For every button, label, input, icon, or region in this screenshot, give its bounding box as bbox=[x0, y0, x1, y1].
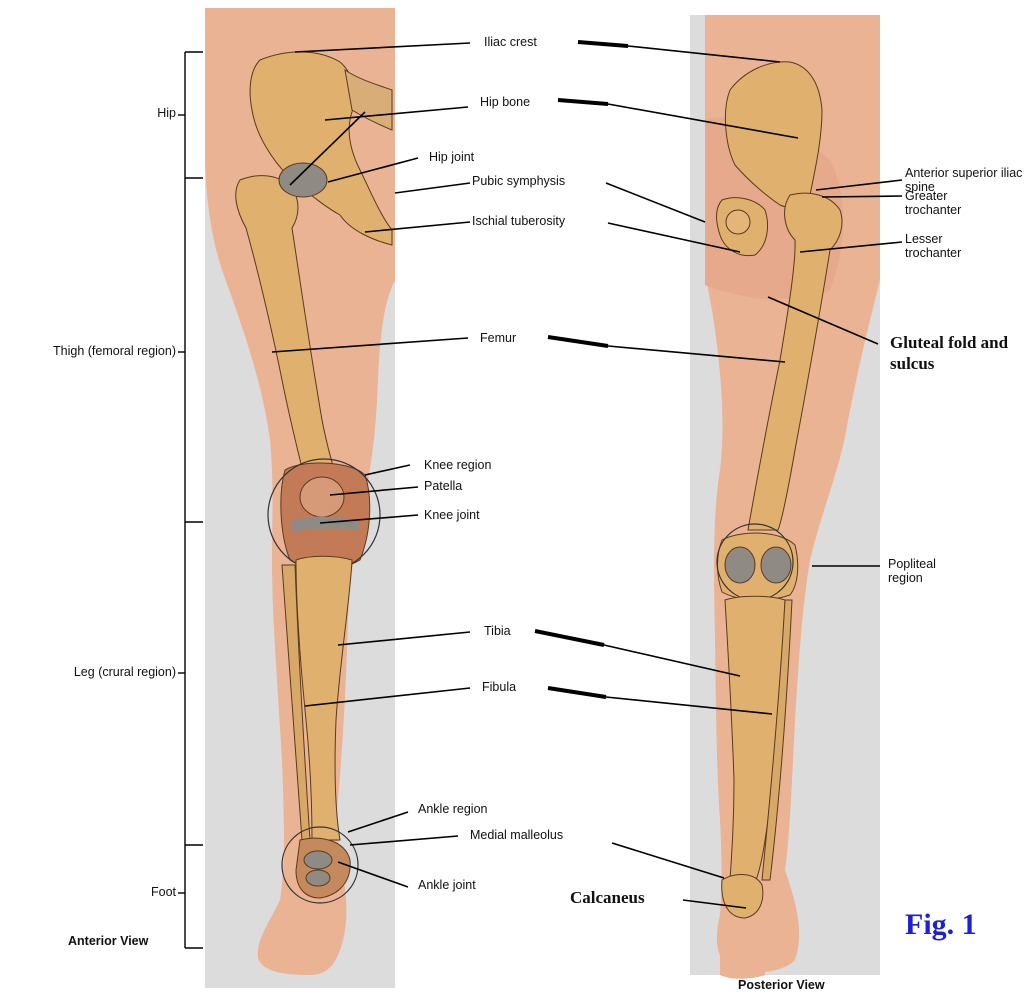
region-thigh-label: Thigh (femoral region) bbox=[20, 344, 176, 358]
label-pubic-symphysis: Pubic symphysis bbox=[472, 174, 565, 188]
label-fibula: Fibula bbox=[482, 680, 516, 694]
label-ankle-joint: Ankle joint bbox=[418, 878, 476, 892]
label-tibia: Tibia bbox=[484, 624, 511, 638]
posterior-ankle bbox=[720, 875, 765, 979]
label-ankle-region: Ankle region bbox=[418, 802, 488, 816]
label-hip-joint: Hip joint bbox=[429, 150, 474, 164]
label-hip-bone: Hip bone bbox=[480, 95, 530, 109]
label-lesser-trochanter: Lesser trochanter bbox=[905, 232, 995, 261]
label-iliac-crest: Iliac crest bbox=[484, 35, 537, 49]
label-knee-joint: Knee joint bbox=[424, 508, 480, 522]
label-ischial-tuberosity: Ischial tuberosity bbox=[472, 214, 565, 228]
anterior-knee bbox=[268, 459, 380, 571]
label-femur: Femur bbox=[480, 331, 516, 345]
posterior-view-label: Posterior View bbox=[738, 978, 825, 992]
label-greater-trochanter: Greater trochanter bbox=[905, 189, 995, 218]
region-hip-label: Hip bbox=[110, 106, 176, 120]
anterior-hip-joint-cartilage bbox=[279, 163, 327, 197]
region-leg-label: Leg (crural region) bbox=[20, 665, 176, 679]
anterior-view-label: Anterior View bbox=[68, 934, 148, 948]
label-knee-region: Knee region bbox=[424, 458, 491, 472]
label-gluteal-fold: Gluteal fold and sulcus bbox=[890, 332, 1010, 375]
label-calcaneus: Calcaneus bbox=[570, 888, 645, 908]
region-bracket bbox=[178, 52, 203, 948]
label-popliteal-region: Popliteal region bbox=[888, 557, 968, 586]
label-medial-malleolus: Medial malleolus bbox=[470, 828, 563, 842]
figure-number: Fig. 1 bbox=[905, 908, 977, 943]
region-foot-label: Foot bbox=[110, 885, 176, 899]
label-patella: Patella bbox=[424, 479, 462, 493]
